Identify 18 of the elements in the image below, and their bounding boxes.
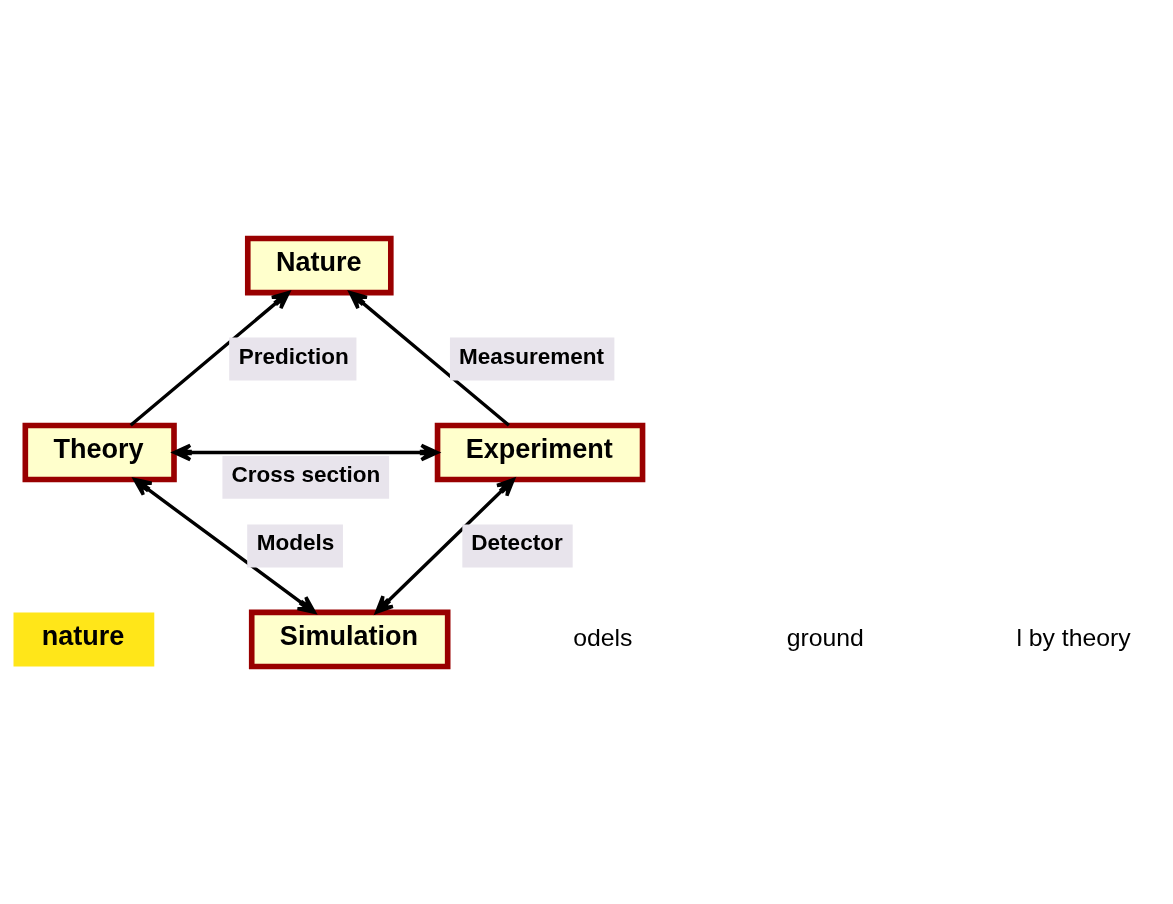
edge-label: Cross section bbox=[231, 461, 381, 487]
edge-label: Detector bbox=[471, 529, 563, 555]
label: l by theory bbox=[1016, 623, 1131, 651]
arrow bbox=[374, 477, 515, 614]
edge-label: Measurement bbox=[458, 343, 605, 369]
arrow bbox=[348, 290, 510, 427]
edge-label: Prediction bbox=[238, 343, 349, 369]
node-box: Simulation bbox=[248, 609, 451, 669]
arrow bbox=[129, 290, 291, 427]
arrow bbox=[133, 477, 317, 614]
node-box: Theory bbox=[22, 422, 177, 482]
label: odels bbox=[573, 623, 633, 651]
node-box: nature bbox=[13, 611, 155, 666]
node-box: Experiment bbox=[434, 422, 646, 482]
edge-label: Models bbox=[256, 529, 335, 555]
label: ground bbox=[786, 623, 864, 651]
node-box: Nature bbox=[244, 235, 394, 295]
arrow bbox=[172, 443, 439, 461]
